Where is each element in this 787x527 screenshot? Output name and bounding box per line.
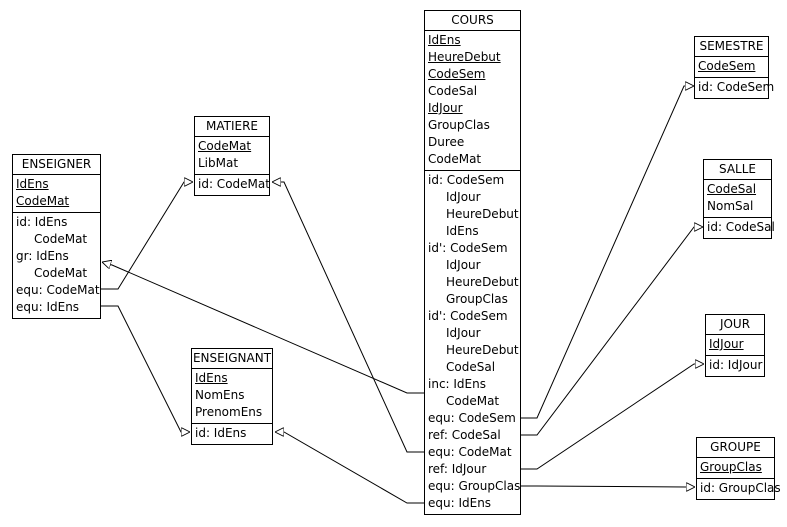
attribute-section: IdEns NomEns PrenomEns	[192, 369, 272, 423]
entity-title: JOUR	[706, 315, 764, 335]
entity-title: MATIERE	[195, 117, 269, 137]
attribute: CodeSal	[428, 84, 478, 98]
entity-enseigner[interactable]: ENSEIGNER IdEns CodeMat id: IdEns CodeMa…	[12, 154, 101, 319]
constraint-line: id: CodeSal	[707, 220, 775, 234]
constraint-section: id: CodeSal	[704, 217, 775, 238]
key-attribute: IdEns	[428, 33, 461, 47]
constraint-line: id': CodeSem	[428, 309, 508, 323]
constraint-line: id: CodeSem	[698, 80, 775, 94]
link-cours-enseignant	[275, 432, 424, 504]
entity-title: ENSEIGNANT	[192, 349, 272, 369]
constraint-line: equ: IdEns	[428, 496, 492, 510]
attribute-section: CodeSem	[695, 57, 768, 77]
link-cours-semestre	[521, 86, 694, 419]
attribute: NomSal	[707, 199, 754, 213]
entity-semestre[interactable]: SEMESTRE CodeSem id: CodeSem	[694, 36, 775, 99]
attribute-section: CodeSal NomSal	[704, 180, 771, 217]
link-enseigner-enseignant	[100, 305, 190, 432]
entity-cours[interactable]: COURS IdEns HeureDebut CodeSem CodeSal I…	[424, 10, 521, 515]
link-enseigner-matiere	[100, 182, 193, 290]
constraint-line: gr: IdEns	[16, 249, 69, 263]
constraint-line: id: CodeSem	[428, 173, 505, 187]
key-attribute: CodeSem	[428, 67, 486, 81]
constraint-section: id: IdEns	[192, 423, 272, 444]
key-attribute: IdJour	[428, 101, 463, 115]
constraint-line: inc: IdEns	[428, 377, 486, 391]
link-cours-groupe	[521, 486, 695, 487]
attribute-section: IdEns CodeMat	[13, 175, 100, 212]
constraint-line: id': CodeSem	[428, 241, 508, 255]
link-cours-matiere	[272, 182, 424, 453]
constraint-line: IdJour	[446, 258, 481, 272]
constraint-line: equ: IdEns	[16, 300, 80, 314]
attribute-section: IdEns HeureDebut CodeSem CodeSal IdJour …	[425, 31, 520, 170]
constraint-section: id: IdEns CodeMat gr: IdEns CodeMat equ:…	[13, 212, 100, 318]
attribute: CodeMat	[428, 152, 482, 166]
attribute: LibMat	[198, 156, 239, 170]
constraint-line: equ: GroupClas	[428, 479, 521, 493]
entity-title: COURS	[425, 11, 520, 31]
constraint-line: id: IdEns	[16, 215, 68, 229]
constraint-line: ref: CodeSal	[428, 428, 501, 442]
key-attribute: CodeMat	[16, 194, 70, 208]
entity-enseignant[interactable]: ENSEIGNANT IdEns NomEns PrenomEns id: Id…	[191, 348, 273, 445]
constraint-line: CodeMat	[34, 266, 88, 280]
constraint-line: id: CodeMat	[198, 177, 270, 191]
key-attribute: HeureDebut	[428, 50, 501, 64]
constraint-line: id: IdEns	[195, 426, 247, 440]
entity-jour[interactable]: JOUR IdJour id: IdJour	[705, 314, 765, 377]
entity-title: SEMESTRE	[695, 37, 768, 57]
attribute: PrenomEns	[195, 405, 263, 419]
attribute-section: IdJour	[706, 335, 764, 355]
entity-groupe[interactable]: GROUPE GroupClas id: GroupClas	[696, 437, 781, 500]
entity-title: ENSEIGNER	[13, 155, 100, 175]
key-attribute: IdEns	[195, 371, 228, 385]
constraint-line: id: IdJour	[709, 358, 763, 372]
constraint-line: IdJour	[446, 326, 481, 340]
constraint-line: CodeSal	[446, 360, 496, 374]
entity-title: SALLE	[704, 160, 771, 180]
constraint-line: equ: CodeSem	[428, 411, 516, 425]
constraint-line: CodeMat	[446, 394, 500, 408]
key-attribute: GroupClas	[700, 460, 762, 474]
constraint-line: GroupClas	[446, 292, 508, 306]
attribute: GroupClas	[428, 118, 490, 132]
key-attribute: CodeMat	[198, 139, 252, 153]
constraint-line: ref: IdJour	[428, 462, 487, 476]
key-attribute: IdEns	[16, 177, 49, 191]
entity-matiere[interactable]: MATIERE CodeMat LibMat id: CodeMat	[194, 116, 270, 196]
attribute-section: CodeMat LibMat	[195, 137, 269, 174]
key-attribute: CodeSem	[698, 59, 756, 73]
attribute: NomEns	[195, 388, 245, 402]
key-attribute: CodeSal	[707, 182, 757, 196]
constraint-line: CodeMat	[34, 232, 88, 246]
constraint-section: id: CodeSem IdJour HeureDebut IdEns id':…	[425, 170, 520, 514]
constraint-line: IdEns	[446, 224, 479, 238]
attribute-section: GroupClas	[697, 458, 774, 478]
entity-salle[interactable]: SALLE CodeSal NomSal id: CodeSal	[703, 159, 775, 239]
constraint-line: id: GroupClas	[700, 481, 781, 495]
constraint-section: id: IdJour	[706, 355, 764, 376]
constraint-line: IdJour	[446, 190, 481, 204]
entity-title: GROUPE	[697, 438, 774, 458]
constraint-line: HeureDebut	[446, 275, 519, 289]
constraint-line: equ: CodeMat	[428, 445, 512, 459]
attribute: Duree	[428, 135, 465, 149]
constraint-section: id: CodeSem	[695, 77, 775, 98]
constraint-section: id: GroupClas	[697, 478, 781, 499]
link-cours-inc-enseigner	[102, 262, 424, 394]
link-cours-salle	[521, 227, 703, 436]
constraint-line: HeureDebut	[446, 207, 519, 221]
key-attribute: IdJour	[709, 337, 744, 351]
link-cours-jour	[521, 364, 704, 470]
constraint-section: id: CodeMat	[195, 174, 270, 195]
constraint-line: equ: CodeMat	[16, 283, 100, 297]
constraint-line: HeureDebut	[446, 343, 519, 357]
